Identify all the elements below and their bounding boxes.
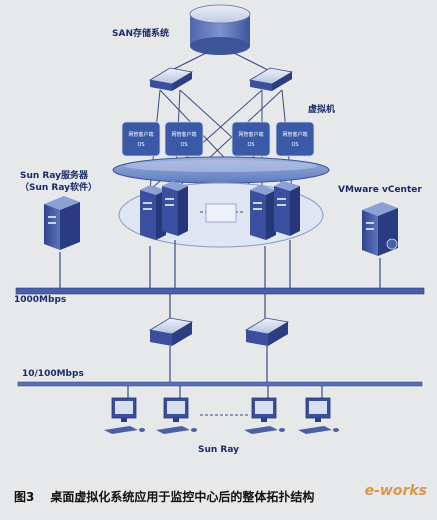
figure-caption-text: 桌面虚拟化系统应用于监控中心后的整体拓扑结构: [50, 490, 315, 504]
sunray-software-label: （Sun Ray软件）: [20, 183, 98, 193]
vm-box: 网管客户端 OS: [121, 121, 161, 157]
access-bus-10-100mbps: [17, 381, 423, 387]
san-label: SAN存储系统: [112, 29, 169, 39]
vcenter-server-icon: [362, 202, 398, 256]
vm-label: 虚拟机: [308, 105, 336, 115]
vm-box: 网管客户端 OS: [231, 121, 271, 157]
san-switch-right-icon: [248, 67, 294, 91]
vm-host-server-icon: [274, 181, 300, 236]
access-switch-left-icon: [148, 317, 194, 346]
vm-host-server-icon: [250, 185, 276, 240]
access-links: [127, 346, 323, 400]
san-switch-left-icon: [148, 67, 194, 91]
vm-box: 网管客户端 OS: [275, 121, 315, 157]
watermark: e-works: [364, 483, 427, 499]
vm-box-line1: 网管客户端: [171, 131, 196, 138]
vm-box-line1: 网管客户端: [282, 131, 307, 138]
vm-box-line2: OS: [291, 142, 298, 148]
sunray-client-icon: [298, 397, 339, 434]
vm-box-line1: 网管客户端: [128, 131, 153, 138]
vm-host-group: [140, 181, 300, 240]
sunray-server-label: Sun Ray服务器: [20, 171, 89, 181]
access-switch-right-icon: [244, 317, 290, 346]
sunray-client-group: [104, 397, 339, 434]
sunray-clients-label: Sun Ray: [198, 445, 240, 455]
vm-host-server-icon: [162, 181, 188, 236]
speed-1000-label: 1000Mbps: [14, 295, 67, 305]
speed-10-100-label: 10/100Mbps: [22, 369, 84, 379]
figure-caption: 图3 桌面虚拟化系统应用于监控中心后的整体拓扑结构: [14, 488, 314, 505]
vm-box-line2: OS: [180, 142, 187, 148]
vcenter-label: VMware vCenter: [338, 185, 422, 195]
vm-box-line2: OS: [247, 142, 254, 148]
sunray-server-icon: [44, 196, 80, 250]
backbone-1000mbps: [15, 287, 425, 295]
vm-box-line1: 网管客户端: [238, 131, 263, 138]
figure-number: 图3: [14, 490, 35, 504]
vm-box-line2: OS: [137, 142, 144, 148]
backbone-links: [59, 240, 381, 318]
vm-box-group: 网管客户端 OS 网管客户端 OS 网管客户端 OS 网管客户端 OS: [121, 121, 315, 157]
host-link-box: [205, 203, 237, 223]
sunray-client-icon: [156, 397, 197, 434]
vm-box: 网管客户端 OS: [164, 121, 204, 157]
sunray-client-icon: [104, 397, 145, 434]
san-storage-icon: [189, 4, 251, 55]
sunray-client-icon: [244, 397, 285, 434]
